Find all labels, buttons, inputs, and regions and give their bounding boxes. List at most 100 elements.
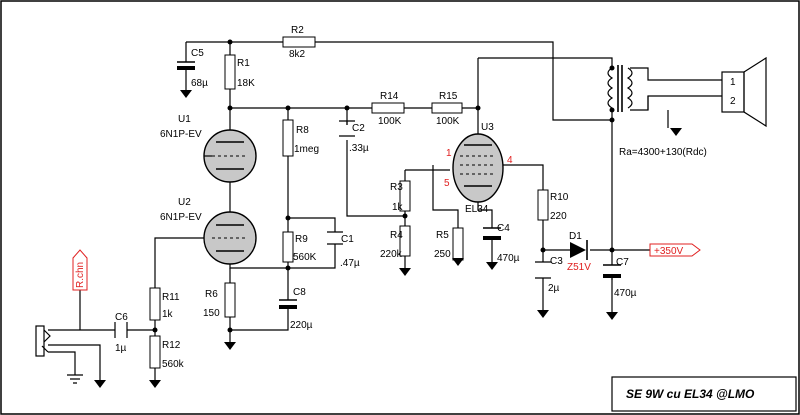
label-R11-ref: R11 [162,292,180,303]
label-C5-ref: C5 [191,48,204,59]
R10-resistor [537,189,549,221]
input-flag: R.chn [72,249,88,291]
pin-4-label: 4 [507,155,513,166]
label-R5-ref: R5 [436,230,449,241]
ground-icon [149,380,161,388]
label-U3-type: EL34 [465,204,489,215]
capacitors [114,61,621,338]
label-R12-ref: R12 [162,340,181,351]
resistors [149,36,549,369]
speaker-pin-2: 2 [730,96,736,107]
pin-5-label: 5 [444,178,450,189]
ground-icon [452,258,464,266]
label-C5-value: 68µ [191,78,208,89]
label-C1-ref: C1 [341,234,354,245]
label-C8-value: 220µ [290,320,313,331]
label-R14-value: 100K [378,116,402,127]
label-R10-ref-text: R10 [550,192,569,203]
ground-icon [537,310,549,318]
label-R10-value: 220 [550,211,567,222]
label-R4-value: 220k [380,249,403,260]
extra-labels: D1 Z51V 1 4 5 [444,148,591,273]
label-R11-value: 1k [162,309,174,320]
diagram-title: SE 9W cu EL34 @LMO [626,387,755,401]
label-D1-text: D1 [569,231,582,242]
label-R8-value: 1meg [294,144,319,155]
label-R6-value: 150 [203,308,220,319]
label-C7-ref: C7 [616,257,629,268]
label-U2-type: 6N1P-EV [160,212,202,223]
label-C8-ref: C8 [293,287,306,298]
tube-U3-icon [452,133,504,203]
label-C3-value: 2µ [548,283,560,294]
ground-icon [94,380,106,388]
tube-U1-icon [203,129,257,183]
input-jack-icon [35,325,51,357]
R6-resistor [224,282,236,318]
ground-icon [399,268,411,276]
label-R8-ref: R8 [296,125,309,136]
label-R15-ref: R15 [439,91,458,102]
ground-icon [180,90,192,98]
R4-resistor [399,225,411,257]
junction-dots [152,39,615,333]
label-R5-value: 250 [434,249,451,260]
R15-resistor [431,102,463,114]
label-U1-type: 6N1P-EV [160,129,202,140]
label-C7-value: 470µ [614,288,637,299]
title-block: SE 9W cu EL34 @LMO [611,376,797,412]
label-R1-value: 18K [237,78,255,89]
label-R12-value: 560k [162,359,185,370]
input-label: R.chn [75,262,86,288]
label-R6-ref: R6 [205,289,218,300]
label-C1-value: .47µ [340,258,360,269]
pin-1-label: 1 [446,148,452,159]
ground-icon [670,128,682,136]
label-C4-ref: C4 [497,223,510,234]
label-R3-value: 1k [392,202,404,213]
label-C2-ref: C2 [352,123,365,134]
label-C6-value: 1µ [115,343,127,354]
label-R1-ref: R1 [237,58,250,69]
label-U1-ref: U1 [178,114,191,125]
label-U2-ref: U2 [178,197,191,208]
speaker-icon: 1 2 [721,56,767,128]
wires [48,41,650,380]
component-labels: R2 8k2 C5 68µ R1 18K R14 100K R15 100K R… [115,25,707,370]
label-U3-ref: U3 [481,122,494,133]
R2-resistor [282,36,316,48]
R11-resistor [149,287,161,321]
R8-resistor [282,119,294,157]
zener-diode-icon [570,240,588,260]
label-R3-ref: R3 [390,182,403,193]
ground-icon [606,312,618,320]
supply-flag: +350V [649,243,701,257]
label-C3-ref: C3 [550,256,563,267]
speaker-pin-1: 1 [730,77,736,88]
label-C2-value: .33µ [349,143,369,154]
output-note: Ra=4300+130(Rdc) [619,147,707,158]
tube-U2-icon [203,211,257,265]
R5-resistor [452,227,464,261]
label-R9-ref: R9 [295,234,308,245]
R1-resistor [224,54,236,90]
R9-resistor [282,231,294,263]
R14-resistor [371,102,405,114]
label-C6-ref: C6 [115,312,128,323]
label-R9-value: 560K [293,252,317,263]
ground-symbols [67,90,618,388]
supply-label: +350V [654,246,684,257]
label-R14-ref: R14 [380,91,399,102]
ground-icon [224,342,236,350]
R3-resistor [399,180,411,212]
label-R4-ref: R4 [390,230,403,241]
label-C4-value: 470µ [497,253,520,264]
label-R2-ref: R2 [291,25,304,36]
label-D1-value: Z51V [567,262,591,273]
R12-resistor [149,335,161,369]
input-ground-icon [67,374,83,384]
output-transformer [607,65,722,112]
